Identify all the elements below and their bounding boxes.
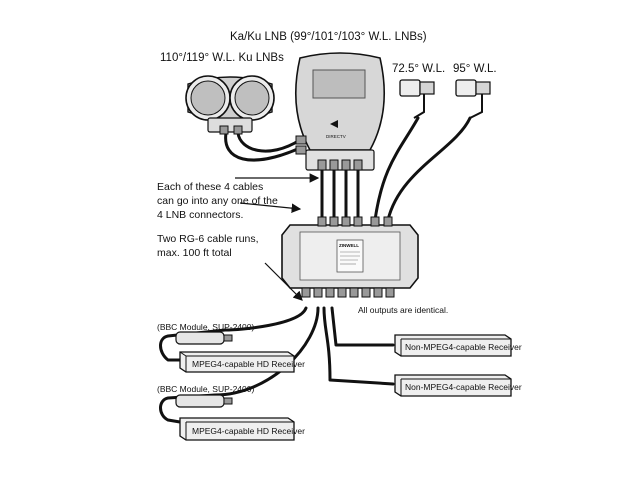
switch-brand: ZINWELL xyxy=(339,243,359,248)
hd-receiver-label-1: MPEG4-capable HD Receiver xyxy=(192,359,305,369)
lnb-95 xyxy=(455,79,491,119)
switch-output-connectors xyxy=(301,287,395,298)
ka-ku-lnb-title: Ka/Ku LNB (99°/101°/103° W.L. LNBs) xyxy=(230,31,427,43)
wl-72-label: 72.5° W.L. xyxy=(392,63,445,75)
receiver-non-mpeg4-1: Non-MPEG4-capable Receiver xyxy=(394,334,522,357)
arrow-to-rg6-runs xyxy=(264,262,303,301)
ku-lnbs-label: 110°/119° W.L. Ku LNBs xyxy=(160,52,284,64)
cable-ku-2 xyxy=(236,131,302,153)
cables xyxy=(159,116,472,424)
lnb-72-5 xyxy=(399,79,435,119)
directv-logo: DIRECTV xyxy=(326,120,346,139)
switch-input-connectors xyxy=(317,216,393,227)
rg6-note-line-2: max. 100 ft total xyxy=(157,247,232,259)
svg-text:DIRECTV: DIRECTV xyxy=(326,134,346,139)
arrows xyxy=(235,173,320,301)
wl-95-label: 95° W.L. xyxy=(453,63,497,75)
cable-72-5 xyxy=(373,116,420,222)
hd-receiver-label-2: MPEG4-capable HD Receiver xyxy=(192,426,305,436)
cable-output-non-2 xyxy=(322,306,395,386)
cables-note-line-3: 4 LNB connectors. xyxy=(157,209,243,221)
outputs-note: All outputs are identical. xyxy=(358,305,448,315)
receiver-hd-2: MPEG4-capable HD Receiver xyxy=(179,417,305,441)
ku-lnb-pair xyxy=(185,75,275,135)
bbc-module-label-1: (BBC Module, SUP-2400) xyxy=(157,322,254,332)
ka-ku-lnb: DIRECTV xyxy=(295,52,385,171)
cable-output-hd-2 xyxy=(159,306,320,424)
receiver-hd-1: MPEG4-capable HD Receiver xyxy=(179,351,305,373)
multiswitch: ZINWELL xyxy=(281,216,419,298)
cable-output-hd-1 xyxy=(159,306,308,362)
ka-ku-lnb-panel xyxy=(312,69,366,99)
cable-95 xyxy=(386,116,472,222)
arrow-to-inputs xyxy=(239,202,302,213)
non-mpeg4-label-1: Non-MPEG4-capable Receiver xyxy=(405,342,522,352)
non-mpeg4-label-2: Non-MPEG4-capable Receiver xyxy=(405,382,522,392)
rg6-note-line-1: Two RG-6 cable runs, xyxy=(157,233,259,245)
bbc-module-2 xyxy=(175,394,233,408)
cable-ku-1 xyxy=(224,131,302,162)
bbc-module-1 xyxy=(175,331,233,345)
cables-note-line-1: Each of these 4 cables xyxy=(157,181,263,193)
ku-lnb-mount xyxy=(207,117,253,133)
cable-output-non-1 xyxy=(330,306,395,347)
receiver-non-mpeg4-2: Non-MPEG4-capable Receiver xyxy=(394,374,522,397)
bbc-module-label-2: (BBC Module, SUP-2400) xyxy=(157,384,254,394)
ka-ku-lnb-connector-block xyxy=(305,149,375,171)
